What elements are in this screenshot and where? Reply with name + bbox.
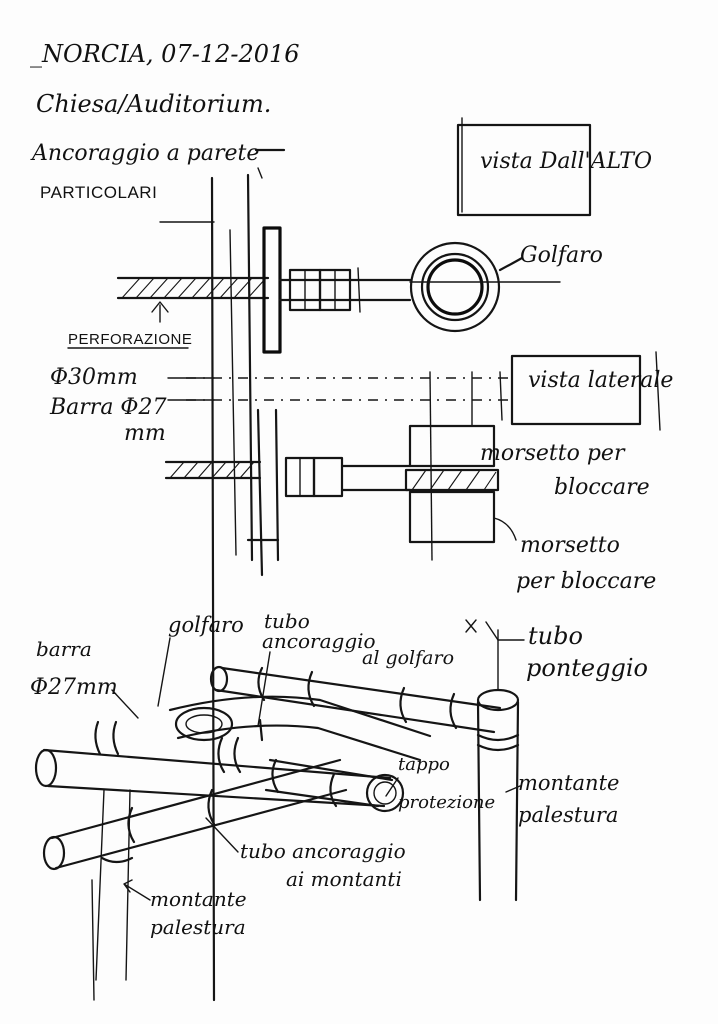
axonometric-drawing — [34, 629, 520, 1001]
label-golfaro-axo: golfaro — [168, 613, 244, 637]
header-subject: Chiesa/Auditorium. — [36, 90, 271, 118]
golfaro-outer-ring — [409, 241, 501, 333]
side-view-drawing: vista laterale mor — [164, 351, 673, 594]
label-tubo-ponteggio-line2: ponteggio — [526, 654, 648, 682]
barra-tube-end — [34, 748, 58, 788]
header-place-date: _NORCIA, 07-12-2016 — [30, 40, 300, 68]
label-tubo-ponteggio-line1: tubo — [528, 622, 583, 650]
side-view-nut-2 — [312, 456, 344, 498]
label-tappo-line2: protezione — [398, 792, 495, 813]
top-view-label-box — [456, 123, 592, 217]
tappo-protezione-cap — [365, 773, 405, 813]
label-morsetto-1-line1: morsetto per — [480, 441, 626, 466]
label-tappo-line1: tappo — [398, 754, 450, 775]
golfaro-inner-ring — [426, 258, 484, 316]
label-montante-left-line2: palestura — [150, 915, 246, 939]
label-montante-right-line1: montante — [518, 771, 619, 795]
side-view-clamp-top — [408, 424, 496, 468]
wall-line-left — [210, 176, 216, 1002]
label-perforazione-diam: Φ30mm — [50, 365, 138, 390]
label-morsetto-2-line1: morsetto — [520, 533, 620, 558]
label-golfaro-top: Golfaro — [520, 243, 603, 268]
side-view-tube — [404, 468, 500, 492]
label-barra-axo-line1: barra — [36, 637, 92, 661]
axo-couplers — [94, 666, 458, 844]
label-perforazione: PERFORAZIONE — [68, 331, 192, 348]
perforation-hatch — [121, 277, 267, 299]
label-morsetto-1-line2: bloccare — [554, 475, 650, 500]
header-title: Ancoraggio a parete — [30, 141, 259, 166]
top-view-plate — [262, 226, 282, 354]
label-morsetto-2-line2: per bloccare — [516, 569, 656, 594]
side-view-label-line: vista laterale — [528, 368, 673, 393]
label-tubo-golfaro-line2: ancoraggio — [262, 629, 376, 653]
top-view-label: vista Dall'ALTO — [480, 149, 652, 174]
wall-line-right — [246, 173, 254, 562]
header-subtitle: PARTICOLARI — [40, 183, 157, 202]
label-tubo-montanti-line2: ai montanti — [286, 867, 402, 891]
label-montante-right-line2: palestura — [518, 803, 618, 827]
side-view-label-box — [510, 354, 642, 426]
label-barra-unit: mm — [124, 421, 166, 446]
label-tubo-golfaro-line3: al golfaro — [362, 647, 454, 669]
label-montante-left-line1: montante — [150, 887, 247, 911]
label-barra-diam: Barra Φ27 — [49, 395, 166, 420]
side-view-clamp-bottom — [408, 490, 496, 544]
label-tubo-montanti-line1: tubo ancoraggio — [240, 839, 406, 863]
axo-golfaro — [174, 706, 234, 742]
label-barra-axo-line2: Φ27mm — [30, 675, 118, 700]
top-view-drawing: vista Dall'ALTO Golfa — [116, 117, 652, 1002]
label-tubo-golfaro-line1: tubo — [264, 609, 310, 633]
